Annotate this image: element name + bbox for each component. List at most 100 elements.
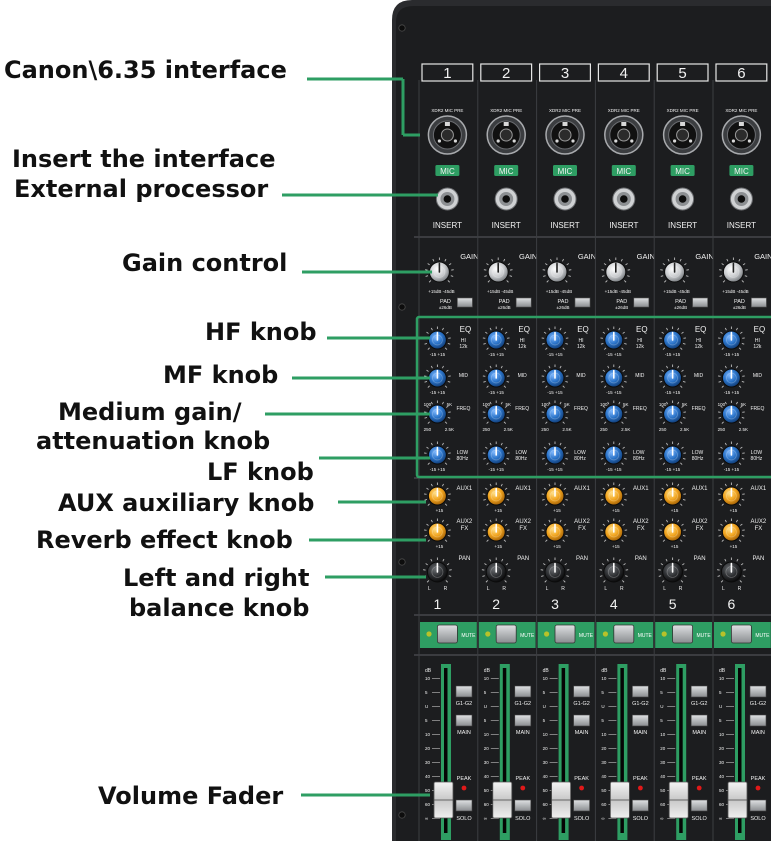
eq-mid-knob[interactable] bbox=[541, 364, 569, 388]
pan-knob[interactable] bbox=[481, 557, 511, 583]
mute-button[interactable] bbox=[436, 624, 458, 644]
eq-low-knob[interactable] bbox=[717, 441, 745, 465]
main-button[interactable] bbox=[514, 714, 532, 727]
solo-button[interactable] bbox=[749, 799, 767, 812]
xlr-combo-jack-icon[interactable]: XDR2 MIC PRE bbox=[545, 108, 585, 155]
aux1-knob[interactable] bbox=[541, 482, 569, 506]
aux1-knob[interactable] bbox=[482, 482, 510, 506]
xlr-combo-jack-icon[interactable]: XDR2 MIC PRE bbox=[486, 108, 526, 155]
quarter-inch-jack-icon[interactable] bbox=[612, 187, 636, 211]
mute-button[interactable] bbox=[554, 624, 576, 644]
quarter-inch-jack-icon[interactable] bbox=[671, 187, 695, 211]
aux2-fx-knob[interactable] bbox=[541, 518, 569, 542]
eq-freq-label: FREQ bbox=[750, 406, 764, 412]
main-button[interactable] bbox=[632, 714, 649, 727]
pad-button[interactable] bbox=[574, 297, 591, 308]
aux-range: +15 bbox=[612, 508, 620, 513]
aux1-knob[interactable] bbox=[717, 482, 745, 506]
g1-g2-button[interactable] bbox=[573, 685, 590, 698]
g1-g2-button[interactable] bbox=[514, 685, 532, 698]
aux-range: +15 bbox=[671, 508, 679, 513]
fader-scale-tick: 5 bbox=[484, 690, 487, 695]
aux2-fx-knob[interactable] bbox=[600, 518, 628, 542]
pan-knob[interactable] bbox=[423, 557, 452, 583]
pan-knob[interactable] bbox=[658, 557, 687, 583]
eq-mid-label: MID bbox=[459, 373, 469, 379]
eq-hi-knob[interactable] bbox=[659, 326, 687, 350]
aux2-fx-knob[interactable] bbox=[423, 518, 451, 542]
mute-button[interactable] bbox=[495, 624, 517, 644]
aux2-fx-knob[interactable] bbox=[659, 518, 687, 542]
eq-low-knob[interactable] bbox=[541, 441, 569, 465]
eq-freq-knob[interactable] bbox=[541, 400, 569, 424]
mute-button[interactable] bbox=[613, 624, 635, 644]
g1-g2-button[interactable] bbox=[749, 685, 767, 698]
solo-button[interactable] bbox=[690, 799, 708, 812]
solo-label: SOLO bbox=[750, 816, 766, 822]
eq-mid-knob[interactable] bbox=[717, 364, 745, 388]
quarter-inch-jack-icon[interactable] bbox=[494, 187, 518, 211]
quarter-inch-jack-icon[interactable] bbox=[435, 187, 459, 211]
xlr-combo-jack-icon[interactable]: XDR2 MIC PRE bbox=[662, 108, 703, 155]
gain-knob[interactable] bbox=[425, 257, 454, 283]
mute-button[interactable] bbox=[672, 624, 693, 644]
xlr-combo-jack-icon[interactable]: XDR2 MIC PRE bbox=[721, 108, 762, 155]
eq-freq-knob[interactable] bbox=[600, 400, 628, 424]
aux1-knob[interactable] bbox=[600, 482, 628, 506]
eq-hi-knob[interactable] bbox=[482, 326, 510, 350]
eq-hi-knob[interactable] bbox=[423, 326, 451, 350]
solo-button[interactable] bbox=[573, 799, 590, 812]
main-button[interactable] bbox=[573, 714, 590, 727]
eq-hi-knob[interactable] bbox=[717, 326, 745, 350]
eq-mid-knob[interactable] bbox=[600, 364, 628, 388]
pan-knob[interactable] bbox=[717, 557, 746, 583]
aux2-fx-knob[interactable] bbox=[482, 518, 510, 542]
eq-hi-knob[interactable] bbox=[600, 326, 628, 350]
pan-knob[interactable] bbox=[540, 557, 570, 583]
quarter-inch-jack-icon[interactable] bbox=[553, 187, 577, 211]
mute-button[interactable] bbox=[731, 624, 752, 644]
pad-button[interactable] bbox=[515, 297, 532, 308]
g1-g2-button[interactable] bbox=[690, 685, 708, 698]
aux2-fx-knob[interactable] bbox=[717, 518, 745, 542]
eq-freq-knob[interactable] bbox=[717, 400, 745, 424]
main-button[interactable] bbox=[690, 714, 708, 727]
quarter-inch-jack-icon[interactable] bbox=[729, 187, 753, 211]
gain-knob[interactable] bbox=[483, 257, 513, 283]
xlr-combo-jack-icon[interactable]: XDR2 MIC PRE bbox=[604, 108, 644, 155]
g1-g2-button[interactable] bbox=[455, 685, 473, 698]
channel-number-bottom: 2 bbox=[492, 596, 500, 612]
eq-low-knob[interactable] bbox=[600, 441, 628, 465]
eq-hi-knob[interactable] bbox=[541, 326, 569, 350]
eq-low-knob[interactable] bbox=[659, 441, 687, 465]
pad-button[interactable] bbox=[692, 297, 708, 308]
eq-hi-freq: 12k bbox=[459, 344, 468, 350]
eq-freq-knob[interactable] bbox=[423, 400, 451, 424]
pad-button[interactable] bbox=[633, 297, 650, 308]
xlr-combo-jack-icon[interactable]: XDR2 MIC PRE bbox=[427, 108, 468, 155]
eq-mid-knob[interactable] bbox=[482, 364, 510, 388]
aux1-knob[interactable] bbox=[423, 482, 451, 506]
eq-low-knob[interactable] bbox=[482, 441, 510, 465]
gain-knob[interactable] bbox=[719, 257, 748, 283]
gain-knob[interactable] bbox=[660, 257, 689, 283]
main-button[interactable] bbox=[749, 714, 767, 727]
eq-mid-knob[interactable] bbox=[659, 364, 687, 388]
eq-freq-knob[interactable] bbox=[659, 400, 687, 424]
main-button[interactable] bbox=[455, 714, 473, 727]
pan-knob[interactable] bbox=[599, 557, 629, 583]
pad-button[interactable] bbox=[457, 297, 473, 308]
gain-knob[interactable] bbox=[601, 257, 631, 283]
solo-button[interactable] bbox=[514, 799, 532, 812]
mute-label: MUTE bbox=[461, 633, 476, 639]
aux1-knob[interactable] bbox=[659, 482, 687, 506]
solo-button[interactable] bbox=[632, 799, 649, 812]
solo-button[interactable] bbox=[455, 799, 473, 812]
fader-scale-tick: 10 bbox=[543, 732, 549, 737]
pad-button[interactable] bbox=[751, 297, 767, 308]
eq-low-knob[interactable] bbox=[423, 441, 451, 465]
eq-freq-knob[interactable] bbox=[482, 400, 510, 424]
eq-mid-knob[interactable] bbox=[423, 364, 451, 388]
g1-g2-button[interactable] bbox=[632, 685, 649, 698]
gain-knob[interactable] bbox=[542, 257, 572, 283]
